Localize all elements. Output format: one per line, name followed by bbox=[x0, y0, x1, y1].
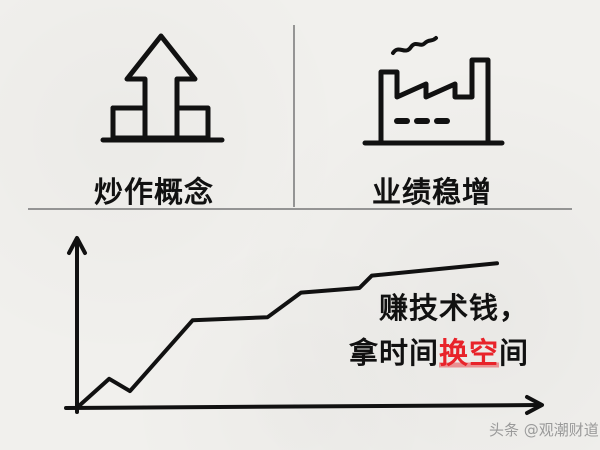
slogan-line-2-after: 间 bbox=[499, 336, 530, 370]
slogan-line-2-before: 拿时间 bbox=[349, 336, 440, 370]
arrow-up-icon bbox=[100, 33, 225, 143]
chart-axes bbox=[64, 236, 544, 415]
factory-icon bbox=[362, 36, 505, 146]
slogan-line-2: 拿时间换空间 bbox=[349, 330, 529, 372]
x-axis bbox=[64, 403, 542, 410]
caption-hype-concept: 炒作概念 bbox=[94, 175, 215, 209]
chart-series-line bbox=[78, 261, 499, 407]
x-axis-arrowhead bbox=[525, 395, 544, 415]
slogan-highlight: 换空 bbox=[439, 336, 500, 370]
watermark: 头条 @观潮财道 bbox=[489, 421, 599, 439]
y-axis-arrowhead bbox=[67, 236, 87, 255]
slogan-line-1: 赚技术钱， bbox=[379, 291, 530, 325]
caption-steady-growth: 业绩稳增 bbox=[372, 175, 493, 209]
